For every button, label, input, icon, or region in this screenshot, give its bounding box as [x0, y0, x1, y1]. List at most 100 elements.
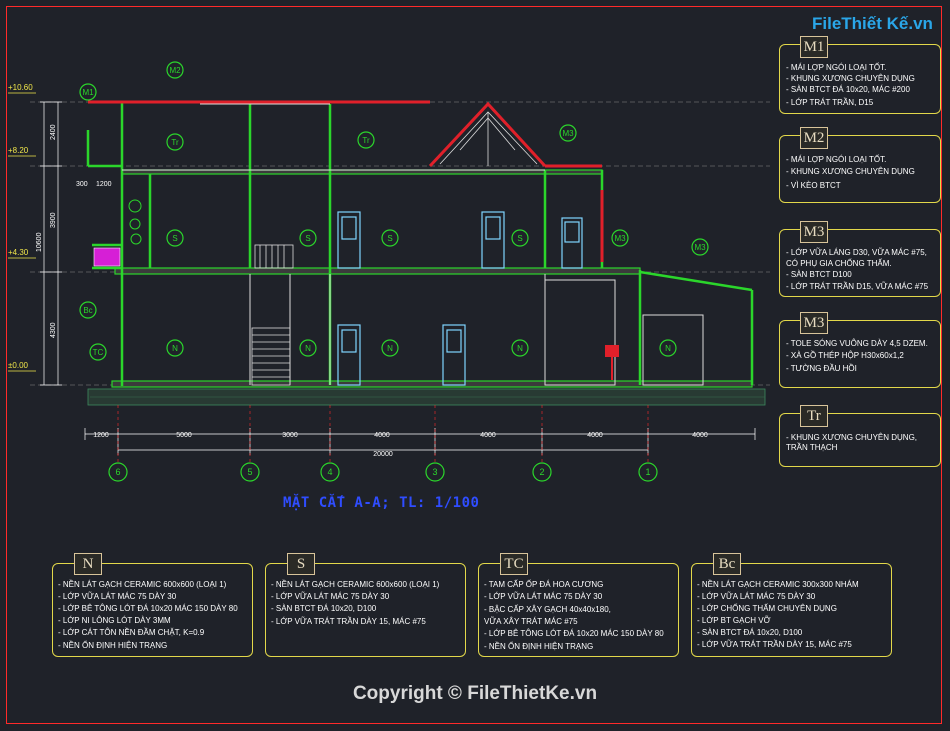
- svg-text:N: N: [305, 344, 311, 353]
- legend-tc-line: - TAM CẤP ỐP ĐÁ HOA CƯƠNG: [484, 580, 604, 589]
- svg-text:4000: 4000: [480, 432, 496, 439]
- svg-text:300: 300: [76, 181, 88, 188]
- legend-m3-line: CÓ PHỤ GIA CHỐNG THẤM.: [786, 259, 892, 268]
- svg-text:4: 4: [327, 467, 332, 477]
- legend-n-line: - LỚP CÁT TÔN NỀN ĐẦM CHẶT, K=0.9: [58, 628, 205, 637]
- vertical-dim-labels: 2400 3900 4300 10600: [36, 124, 57, 338]
- svg-text:N: N: [665, 344, 671, 353]
- svg-text:4000: 4000: [587, 432, 603, 439]
- legend-tc-tag: TC: [500, 553, 528, 575]
- svg-text:M2: M2: [169, 66, 181, 75]
- legend-tc-line: - LỚP BÊ TÔNG LÓT ĐÁ 10x20 MÁC 150 DÀY 8…: [484, 629, 664, 638]
- legend-tc-line: - BẬC CẤP XÂY GẠCH 40x40x180,: [484, 605, 611, 614]
- svg-text:1200: 1200: [96, 181, 112, 188]
- legend-m1: [779, 44, 941, 114]
- legend-s-tag: S: [287, 553, 315, 575]
- svg-text:N: N: [387, 344, 393, 353]
- vertical-dimensions: [40, 101, 62, 386]
- legend-s-line: - NỀN LÁT GẠCH CERAMIC 600x600 (LOẠI 1): [271, 580, 440, 589]
- legend-tc-line: - LỚP VỮA LÁT MÁC 75 DÀY 30: [484, 592, 603, 601]
- legend-tr-tag: Tr: [800, 405, 828, 427]
- wc-fixture: [605, 345, 619, 357]
- legend-m3-line: - LỚP VỮA LÁNG D30, VỮA MÁC #75,: [786, 248, 927, 257]
- legend-m2-tag: M2: [800, 127, 828, 149]
- svg-text:Tr: Tr: [171, 138, 179, 147]
- small-dim-labels: 300 1200: [76, 181, 112, 188]
- legend-n-line: - NỀN ỔN ĐỊNH HIỆN TRẠNG: [58, 641, 168, 650]
- svg-text:+4.30: +4.30: [8, 248, 29, 257]
- legend-bc-tag: Bc: [713, 553, 741, 575]
- legend-m3-roof-line: - TƯỜNG ĐẦU HỒI: [786, 364, 857, 373]
- balcony-railing: [93, 247, 121, 267]
- legend-bc: [691, 563, 892, 657]
- legend-m3-line: - LỚP TRÁT TRẦN D15, VỮA MÁC #75: [786, 282, 929, 291]
- svg-text:S: S: [387, 234, 392, 243]
- legend-m1-line: - SÀN BTCT ĐÁ 10x20, MÁC #200: [786, 85, 910, 94]
- svg-text:1200: 1200: [93, 432, 109, 439]
- section-tag-labels: M1 M2 Tr Tr M3 S S S S M3 M3 Bc TC N N N…: [82, 66, 706, 357]
- legend-n-line: - LỚP BÊ TÔNG LÓT ĐÁ 10x20 MÁC 150 DÀY 8…: [58, 604, 238, 613]
- svg-text:1: 1: [645, 467, 650, 477]
- svg-text:M1: M1: [82, 88, 94, 97]
- svg-text:N: N: [172, 344, 178, 353]
- legend-n-line: - NỀN LÁT GẠCH CERAMIC 600x600 (LOẠI 1): [58, 580, 227, 589]
- svg-text:2: 2: [539, 467, 544, 477]
- svg-text:N: N: [517, 344, 523, 353]
- svg-text:20000: 20000: [373, 451, 393, 458]
- legend-n-line: - LỚP VỮA LÁT MÁC 75 DÀY 30: [58, 592, 177, 601]
- level-markers: [8, 92, 36, 372]
- staircase: [251, 244, 294, 386]
- legend-m3-roof-tag: M3: [800, 312, 828, 334]
- legend-m2: [779, 135, 941, 203]
- svg-text:5: 5: [247, 467, 252, 477]
- svg-text:TC: TC: [93, 348, 104, 357]
- svg-text:3: 3: [432, 467, 437, 477]
- svg-text:4300: 4300: [50, 322, 57, 338]
- svg-text:3000: 3000: [282, 432, 298, 439]
- legend-m3-roof-line: - XÀ GỒ THÉP HỘP H30x60x1,2: [786, 351, 904, 360]
- watermark-logo: FileThiết Kế.vn: [812, 14, 933, 34]
- legend-m2-line: - VÌ KÈO BTCT: [786, 181, 841, 190]
- legend-n-tag: N: [74, 553, 102, 575]
- legend-m1-tag: M1: [800, 36, 828, 58]
- horizontal-dim-labels: 1200 5000 3000 4000 4000 4000 4000 20000: [93, 432, 708, 458]
- legend-bc-line: - LỚP VỮA LÁT MÁC 75 DÀY 30: [697, 592, 816, 601]
- legend-m3-roof-line: - TOLE SÓNG VUÔNG DÀY 4,5 DZEM.: [786, 339, 928, 348]
- legend-s-line: - SÀN BTCT ĐÁ 10x20, D100: [271, 604, 377, 613]
- legend-bc-line: - LỚP BT GẠCH VỠ: [697, 616, 771, 625]
- svg-text:+8.20: +8.20: [8, 146, 29, 155]
- legend-tr-line: - KHUNG XƯƠNG CHUYÊN DỤNG,: [786, 433, 918, 442]
- walls: [86, 102, 754, 386]
- legend-m3: [779, 229, 941, 297]
- svg-text:2400: 2400: [50, 124, 57, 140]
- legend-tr: [779, 413, 941, 467]
- roofs: [88, 100, 604, 262]
- planters: [128, 199, 142, 245]
- drawing-title: MẶT CẮT A-A; TL: 1/100: [283, 495, 480, 511]
- svg-text:M3: M3: [694, 243, 706, 252]
- watermark-text: FileThiết Kế.vn: [812, 14, 933, 33]
- section-tag-bubbles: [79, 61, 709, 361]
- svg-text:S: S: [305, 234, 310, 243]
- legend-tc-line: VỮA XÂY TRÁT MÁC #75: [484, 617, 578, 626]
- floor-slabs: [111, 169, 753, 388]
- svg-text:Tr: Tr: [362, 136, 370, 145]
- legend-m3-roof: [779, 320, 941, 388]
- legend-s: [265, 563, 466, 657]
- doors: [337, 211, 583, 386]
- svg-text:5000: 5000: [176, 432, 192, 439]
- roof-truss: [439, 111, 538, 166]
- legend-s-line: - LỚP VỮA LÁT MÁC 75 DÀY 30: [271, 592, 390, 601]
- axis-bubbles: [108, 462, 658, 482]
- svg-text:4000: 4000: [692, 432, 708, 439]
- legend-m1-line: - KHUNG XƯƠNG CHUYÊN DỤNG: [786, 74, 915, 83]
- legend-n: [52, 563, 253, 657]
- svg-text:10600: 10600: [36, 232, 43, 252]
- drawing-frame: [6, 6, 942, 724]
- svg-text:3900: 3900: [50, 212, 57, 228]
- legend-m3-line: - SÀN BTCT D100: [786, 270, 852, 279]
- svg-text:M3: M3: [614, 234, 626, 243]
- svg-text:S: S: [517, 234, 522, 243]
- svg-text:S: S: [172, 234, 177, 243]
